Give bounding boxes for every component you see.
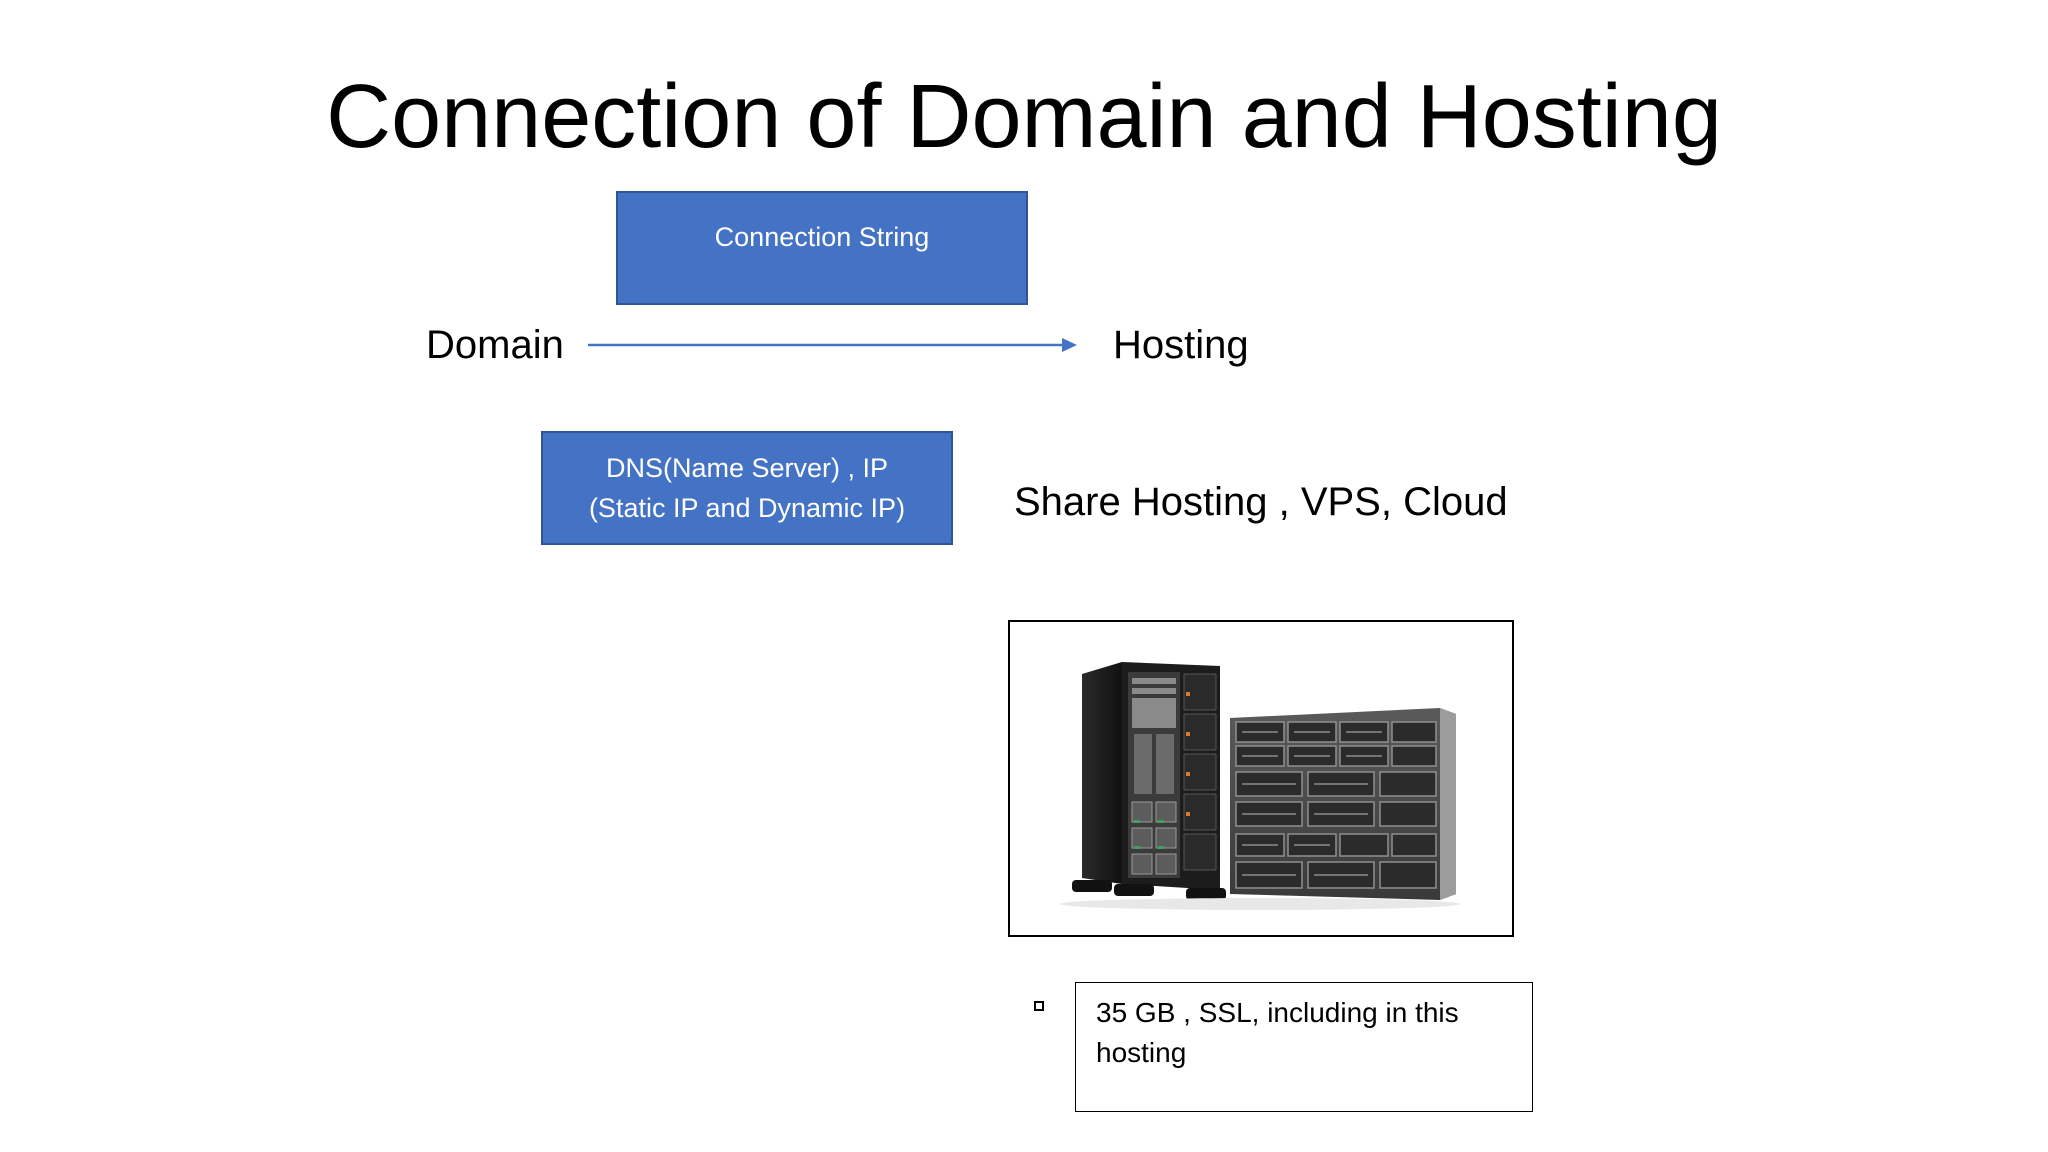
bullet-square-icon	[1034, 1001, 1044, 1011]
connection-string-label: Connection String	[714, 222, 930, 252]
hosting-label: Hosting	[1113, 323, 1249, 367]
server-image	[1008, 620, 1514, 937]
domain-label: Domain	[426, 323, 564, 367]
note-box: 35 GB , SSL, including in this hosting	[1075, 982, 1533, 1112]
tower-server	[1072, 662, 1226, 900]
dns-line-2: (Static IP and Dynamic IP)	[588, 493, 906, 523]
slide-title: Connection of Domain and Hosting	[326, 67, 1722, 167]
rack-chassis	[1230, 708, 1456, 900]
dns-line-1: DNS(Name Server) , IP	[605, 453, 889, 483]
hosting-types-label: Share Hosting , VPS, Cloud	[1014, 480, 1508, 524]
connection-string-box: Connection String	[616, 191, 1028, 305]
arrow-head	[1062, 338, 1077, 352]
server-rack-image	[1060, 662, 1460, 910]
note-text: 35 GB , SSL, including in this hosting	[1096, 997, 1459, 1068]
domain-to-hosting-arrow	[588, 338, 1077, 352]
dns-ip-box: DNS(Name Server) , IP (Static IP and Dyn…	[541, 431, 953, 545]
